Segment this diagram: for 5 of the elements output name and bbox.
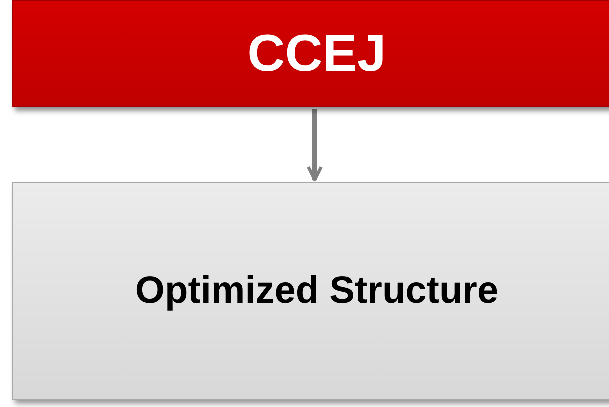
- node-label: Optimized Structure: [135, 270, 499, 312]
- process-box: [12, 182, 609, 400]
- arrow: [307, 109, 323, 182]
- node-label: CCEJ: [248, 24, 386, 84]
- header-box: [12, 0, 609, 107]
